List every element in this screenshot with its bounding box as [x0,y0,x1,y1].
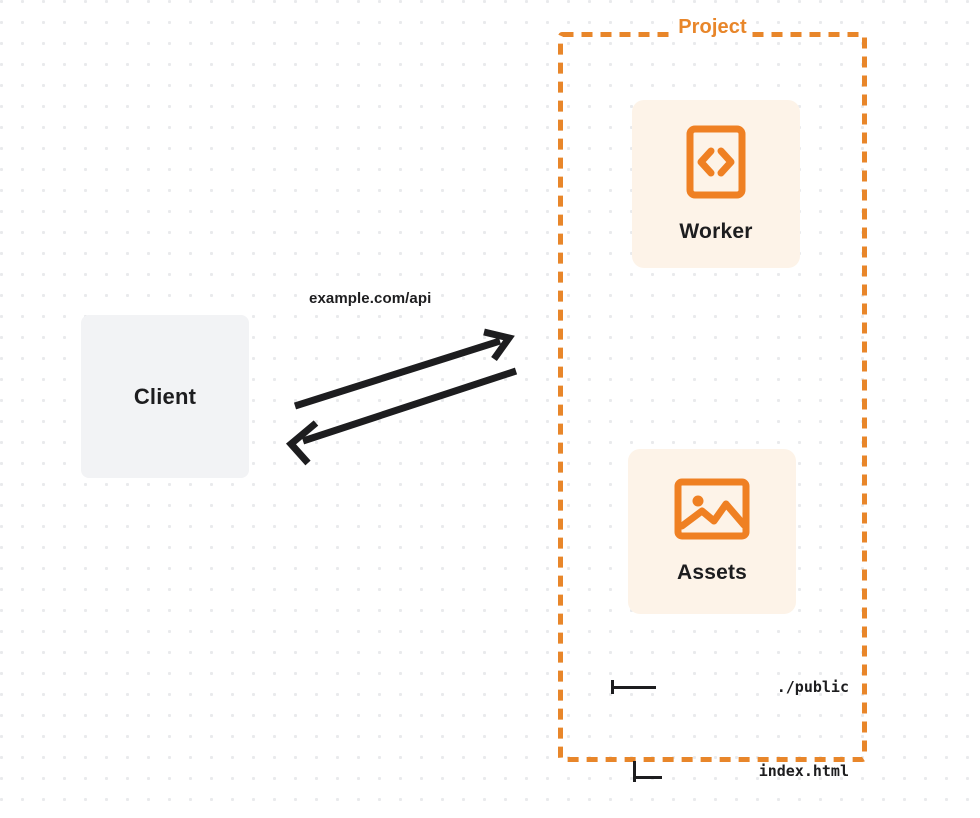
image-picture-icon [674,478,750,545]
node-assets[interactable]: Assets [628,449,796,614]
file-tree: ./public index.html blog.html [606,614,851,818]
file-tree-name: ./public [776,678,849,696]
file-tree-row: ./public [606,677,851,698]
node-worker[interactable]: Worker [632,100,800,268]
connection-label: example.com/api [309,290,432,307]
file-tree-row: index.html [606,761,851,782]
file-tree-name: index.html [758,762,849,780]
response-arrow [285,367,518,466]
tree-branch-pipe [606,761,662,782]
project-title-label: Project [560,16,865,38]
node-assets-label: Assets [676,561,748,584]
node-client[interactable]: Client [81,315,249,478]
tree-branch-tee [606,677,662,698]
node-client-label: Client [133,383,197,409]
node-worker-label: Worker [679,219,753,243]
code-brackets-icon [686,125,746,204]
request-arrow [293,328,515,410]
project-group: Project Worker Assets [558,16,867,782]
